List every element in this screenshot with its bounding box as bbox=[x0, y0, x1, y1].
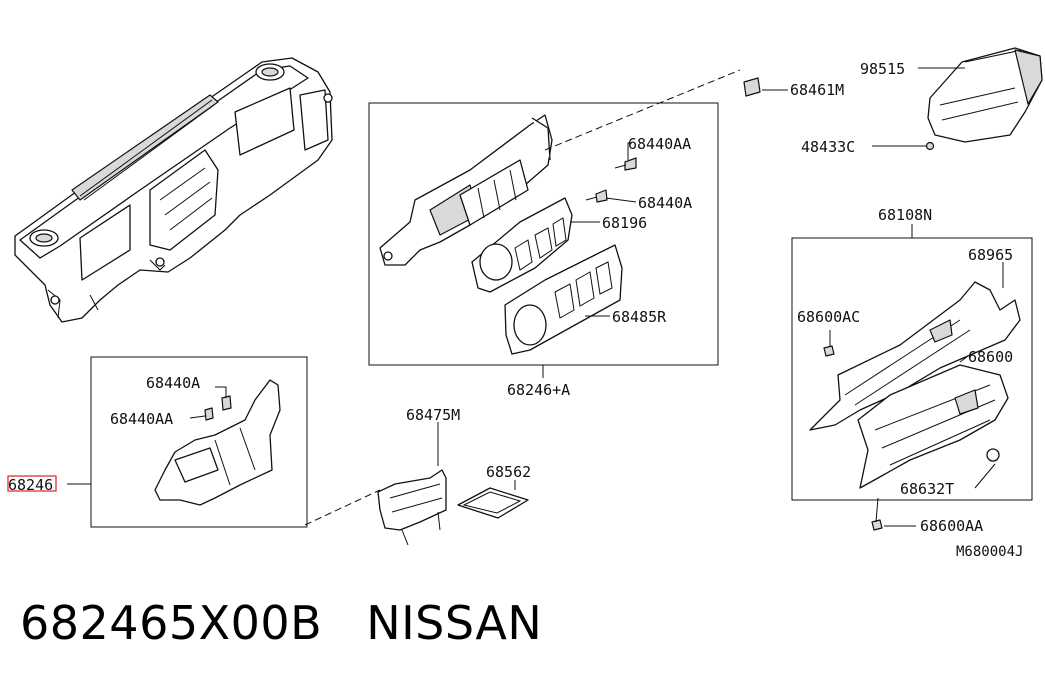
label-68440aa-left: 68440AA bbox=[110, 410, 173, 428]
part-number: 682465X00B bbox=[20, 596, 323, 650]
label-68440a-top: 68440A bbox=[638, 194, 692, 212]
glovebox-bin-illustration bbox=[857, 364, 1009, 489]
dashboard-illustration bbox=[14, 57, 333, 323]
leader-lines bbox=[67, 67, 1004, 527]
label-68440aa-top: 68440AA bbox=[628, 135, 691, 153]
switch-module-illustration bbox=[377, 469, 447, 546]
screws-top bbox=[585, 157, 637, 203]
dash-line-top bbox=[544, 69, 741, 151]
label-68600ac: 68600AC bbox=[797, 308, 860, 326]
label-48433c: 48433C bbox=[801, 138, 855, 156]
dash-line-bottom bbox=[304, 489, 381, 526]
label-68562: 68562 bbox=[486, 463, 531, 481]
part-caption: 682465X00B NISSAN bbox=[20, 596, 542, 650]
glovebox-screws bbox=[823, 345, 883, 531]
label-68196: 68196 bbox=[602, 214, 647, 232]
label-68440a-left: 68440A bbox=[146, 374, 200, 392]
brand-name: NISSAN bbox=[366, 596, 543, 650]
small-bolts-right bbox=[743, 77, 935, 151]
highlight-box bbox=[7, 475, 57, 492]
label-68475m: 68475M bbox=[406, 406, 460, 424]
airbag-module-illustration bbox=[927, 47, 1043, 143]
label-68108n: 68108N bbox=[878, 206, 932, 224]
cluster-lens-illustration bbox=[504, 244, 623, 355]
label-68600: 68600 bbox=[968, 348, 1013, 366]
label-68246: 68246 bbox=[8, 476, 53, 494]
label-68246-a: 68246+A bbox=[507, 381, 570, 399]
label-68965: 68965 bbox=[968, 246, 1013, 264]
lower-bracket-illustration bbox=[154, 379, 281, 506]
diagram-code: M680004J bbox=[956, 544, 1023, 560]
label-68461m: 68461M bbox=[790, 81, 844, 99]
pad-illustration bbox=[457, 487, 529, 519]
lower-bracket-box bbox=[90, 356, 308, 528]
label-68632t: 68632T bbox=[900, 480, 954, 498]
glovebox-lid-illustration bbox=[809, 281, 1021, 431]
label-98515: 98515 bbox=[860, 60, 905, 78]
label-68600aa: 68600AA bbox=[920, 517, 983, 535]
label-68485r: 68485R bbox=[612, 308, 667, 326]
cluster-panel-illustration bbox=[471, 197, 573, 293]
